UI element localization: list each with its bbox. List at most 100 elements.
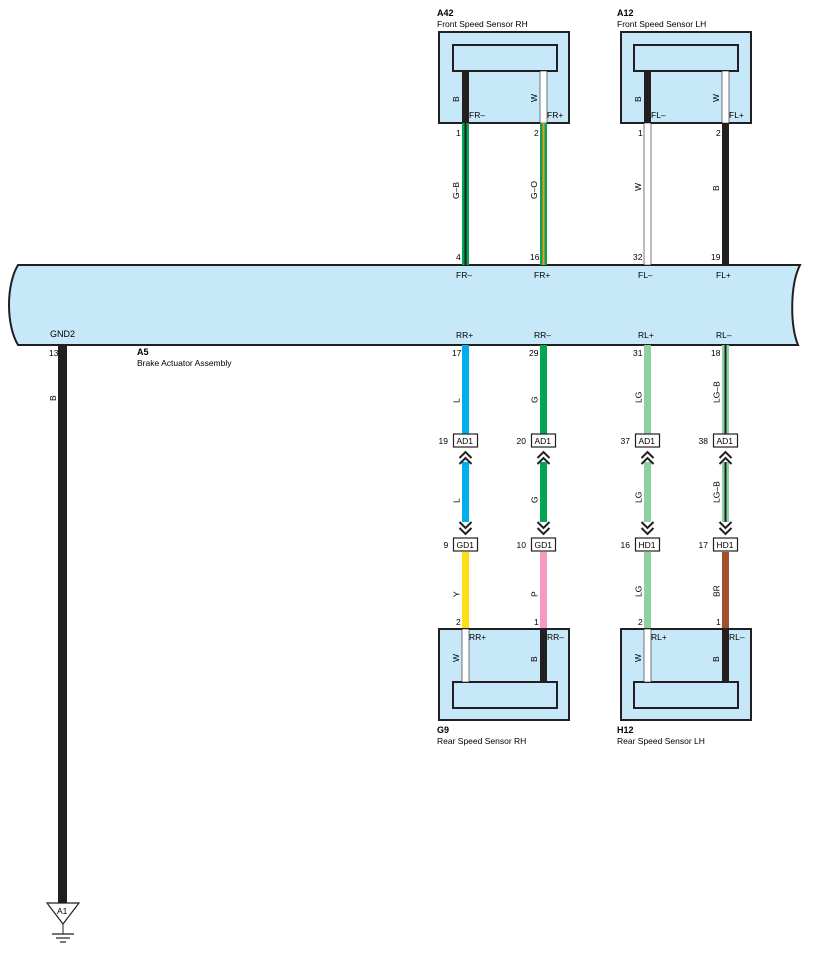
connector-gd-pin-3: 16	[621, 540, 631, 550]
a5-top-pin-label-2: FR+	[534, 270, 550, 280]
a42-pin-left-label: FR–	[469, 110, 485, 120]
ground-triangle	[45, 902, 81, 925]
rear-lower-wire-code-1: Y	[452, 591, 462, 597]
a5-bottom-pin-num-3: 31	[633, 348, 643, 358]
a5-top-pin-num-2: 16	[530, 252, 540, 262]
rear-upper-wire-code-1: L	[452, 398, 462, 403]
a12-pin-right-num: 2	[716, 128, 721, 138]
connector-ad-label-2: AD1	[535, 436, 552, 446]
g9-pin-left-wire: W	[451, 654, 461, 662]
rear-lower-wire-code-2: P	[530, 591, 540, 597]
a42-code: A42	[437, 8, 454, 18]
a12-pin-left-wire: B	[633, 96, 643, 102]
a5-top-pin-num-1: 4	[456, 252, 461, 262]
g9-name: Rear Speed Sensor RH	[437, 736, 526, 746]
a5-bottom-pin-label-1: RR+	[456, 330, 473, 340]
connector-ad-chevron-b-1	[458, 456, 473, 465]
front-wire-code-4: B	[711, 185, 721, 191]
a5-top-pin-num-3: 32	[633, 252, 643, 262]
rear-lower-wire-1	[462, 552, 469, 629]
rear-lower-wire-2	[540, 552, 547, 629]
connector-gd-pin-1: 9	[444, 540, 449, 550]
rear-upper-wire-2	[540, 345, 547, 434]
rear-upper-wire-code-4: LG–B	[712, 381, 722, 403]
ground-label: A1	[57, 906, 68, 916]
a12-name: Front Speed Sensor LH	[617, 19, 706, 29]
connector-ad-label-1: AD1	[457, 436, 474, 446]
connector-ad-label-4: AD1	[717, 436, 734, 446]
rear-sensor-lh: H12 Rear Speed Sensor LH RL+ RL– W B 2 1	[617, 617, 752, 746]
rear-upper-wire-1	[462, 345, 469, 434]
rear-mid-wire-4	[722, 462, 729, 522]
front-wires	[462, 122, 729, 266]
a42-name: Front Speed Sensor RH	[437, 19, 528, 29]
a5-bottom-pin-label-3: RL+	[638, 330, 654, 340]
connector-ad-chevron-a-3	[640, 450, 655, 459]
a5-bottom-pin-num-1: 17	[452, 348, 462, 358]
connector-gd-chevron-b-1	[458, 527, 473, 536]
a42-pin-left-num: 1	[456, 128, 461, 138]
rear-lower-wire-code-3: LG	[634, 586, 644, 597]
g9-code: G9	[437, 725, 449, 735]
a12-pin-left-num: 1	[638, 128, 643, 138]
connector-ad-pin-4: 38	[699, 436, 709, 446]
gnd-pin-number: 13	[49, 348, 59, 358]
rear-lower-wire-3	[644, 552, 651, 629]
connector-gd-chevron-a-3	[640, 521, 655, 530]
connector-ad-chevron-b-4	[718, 456, 733, 465]
rear-lower-wire-code-4: BR	[712, 585, 722, 597]
rear-upper-wire-code-2: G	[530, 396, 540, 403]
a5-bottom-pin-num-2: 29	[529, 348, 539, 358]
rear-mid-wire-2	[540, 462, 547, 522]
brake-actuator-body	[8, 264, 802, 346]
h12-pin-right-label: RL–	[729, 632, 745, 642]
a5-top-pin-label-1: FR–	[456, 270, 472, 280]
connector-gd-chevron-a-4	[718, 521, 733, 530]
a42-pin-right-label: FR+	[547, 110, 563, 120]
a12-pin-right-wire: W	[711, 94, 721, 102]
rear-upper-wire-4	[722, 345, 729, 434]
front-wire-code-2: G–O	[529, 181, 539, 199]
a42-pin-right-num: 2	[534, 128, 539, 138]
rear-sensor-rh: G9 Rear Speed Sensor RH RR+ RR– W B 2 1	[437, 617, 570, 746]
rear-mid-wire-code-4: LG–B	[712, 481, 722, 503]
connector-ad-pin-1: 19	[439, 436, 449, 446]
h12-pin-right-num: 1	[716, 617, 721, 627]
connector-gd-chevron-a-2	[536, 521, 551, 530]
connector-ad-2: AD1 20	[517, 433, 557, 465]
a5-top-pin-label-3: FL–	[638, 270, 653, 280]
h12-pin-left-label: RL+	[651, 632, 667, 642]
connector-ad-1: AD1 19	[439, 433, 479, 465]
a12-pin-left-label: FL–	[651, 110, 666, 120]
a12-code: A12	[617, 8, 634, 18]
front-sensor-rh: A42 Front Speed Sensor RH FR– FR+ B W 1 …	[437, 8, 570, 138]
rear-mid-wire-code-2: G	[530, 496, 540, 503]
h12-name: Rear Speed Sensor LH	[617, 736, 705, 746]
a5-code: A5	[137, 347, 149, 357]
a42-pin-left-wire: B	[451, 96, 461, 102]
h12-code: H12	[617, 725, 634, 735]
connector-ad-4: AD1 38	[699, 433, 739, 465]
a5-bottom-pin-label-2: RR–	[534, 330, 551, 340]
h12-pin-left-num: 2	[638, 617, 643, 627]
g9-pin-right-wire: B	[529, 656, 539, 662]
connector-gd-label-4: HD1	[717, 540, 734, 550]
front-wire-4	[722, 123, 729, 265]
connector-ad-chevron-a-4	[718, 450, 733, 459]
connector-ad-chevron-b-3	[640, 456, 655, 465]
g9-pin-left-num: 2	[456, 617, 461, 627]
connector-ad-pin-2: 20	[517, 436, 527, 446]
connector-ad-label-3: AD1	[639, 436, 656, 446]
a5-top-pin-num-4: 19	[711, 252, 721, 262]
a5-top-pin-label-4: FL+	[716, 270, 731, 280]
rear-lower-wire-4	[722, 552, 729, 629]
connector-gd-3: HD1 16	[621, 521, 661, 552]
front-wire-code-1: G–B	[451, 182, 461, 199]
connector-gd-chevron-b-3	[640, 527, 655, 536]
connector-gd-label-3: HD1	[639, 540, 656, 550]
connector-ad-chevron-b-2	[536, 456, 551, 465]
